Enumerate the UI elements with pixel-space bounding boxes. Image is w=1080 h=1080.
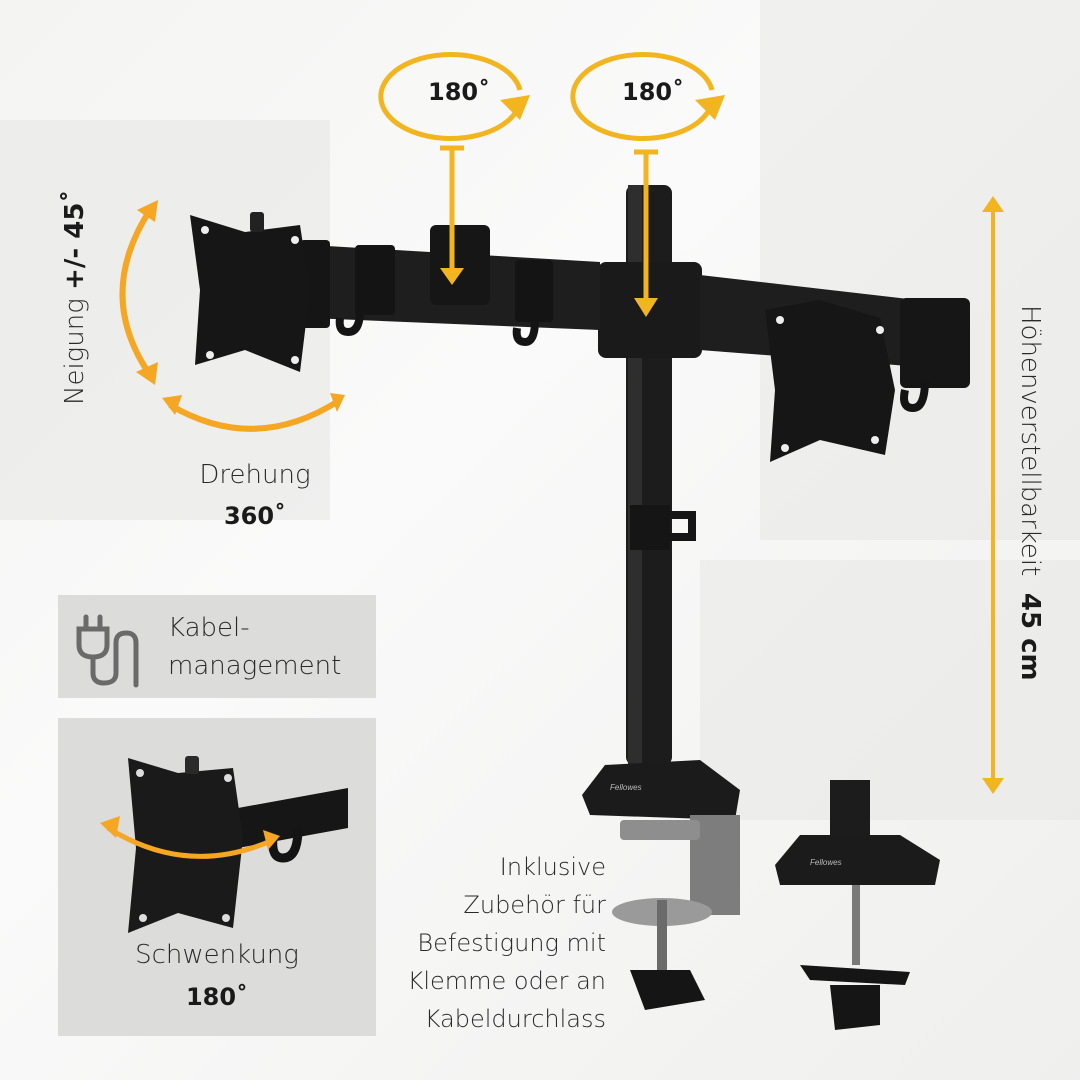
rotation-value: 360˚ xyxy=(223,502,287,530)
tilt-label-group: Neigung +/- 45˚ xyxy=(60,190,90,405)
height-adjust-value: 45 cm xyxy=(1015,592,1045,681)
height-arrow-icon xyxy=(982,196,1004,794)
accessories-line: Befestigung mit xyxy=(417,929,606,957)
tilt-label: Neigung xyxy=(60,298,90,405)
brand-logo: Fellowes xyxy=(810,858,842,867)
tilt-arrow-icon xyxy=(119,200,158,385)
rotation-label: Drehung xyxy=(199,460,311,490)
brand-logo: Fellowes xyxy=(610,783,642,792)
background-window-pane xyxy=(760,0,1080,540)
accessories-line: Inklusive xyxy=(499,853,606,881)
center-arm-rotation-value: 180˚ xyxy=(622,78,685,106)
left-arm-rotation-value: 180˚ xyxy=(428,78,491,106)
right-vesa-plate xyxy=(765,300,895,462)
cable-management-line1: Kabel- xyxy=(168,613,250,643)
background-window-pane xyxy=(700,560,1080,820)
swivel-panel: Schwenkung 180˚ xyxy=(58,718,376,1036)
swivel-illustration xyxy=(100,756,348,933)
center-arm-rotation-arrow-icon xyxy=(570,52,725,317)
left-arm-rotation-arrow-icon xyxy=(378,52,530,285)
cable-management-panel: Kabel- management xyxy=(58,595,376,698)
clamp-base xyxy=(582,760,740,820)
height-adjust-label-group: Höhenverstellbarkeit 45 cm xyxy=(1015,305,1045,681)
grommet-base xyxy=(775,835,940,885)
swivel-value: 180˚ xyxy=(185,983,249,1011)
cable-management-line2: management xyxy=(168,651,342,681)
accessories-line: Zubehör für xyxy=(463,891,606,919)
swivel-label: Schwenkung xyxy=(135,940,299,970)
tilt-value: +/- 45˚ xyxy=(60,189,90,290)
accessories-line: Kabeldurchlass xyxy=(424,1005,606,1033)
height-adjust-label: Höhenverstellbarkeit xyxy=(1015,305,1045,577)
plug-cable-icon xyxy=(76,614,139,688)
rotation-arrow-icon xyxy=(162,393,345,432)
left-vesa-plate xyxy=(190,215,310,372)
accessories-line: Klemme oder an xyxy=(407,967,606,995)
accessories-description: Inklusive Zubehör für Befestigung mit Kl… xyxy=(380,848,606,1038)
